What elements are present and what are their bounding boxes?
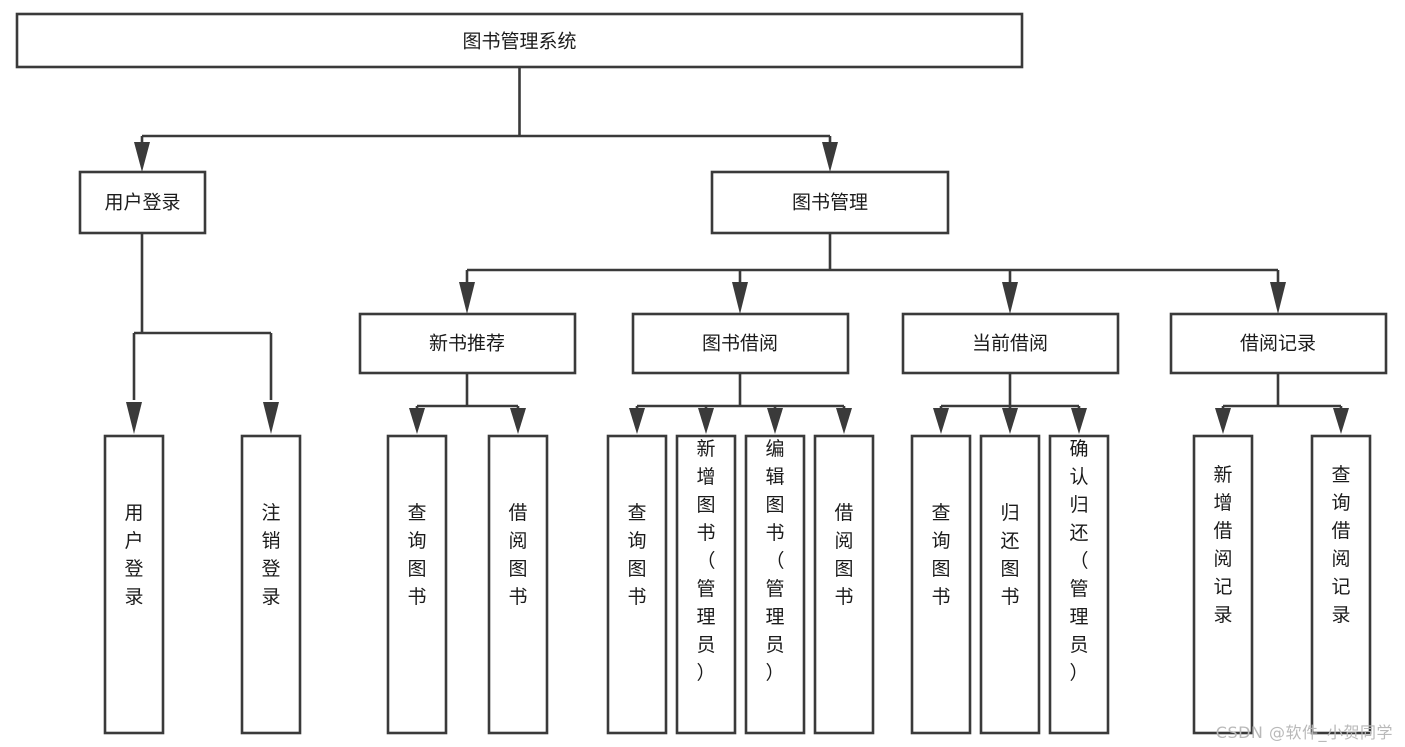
node-new-book-recommend-box[interactable] [358, 312, 577, 375]
watermark: CSDN @软件_小贺同学 [1215, 723, 1393, 742]
node-leaf-confirm-return[interactable]: 确认归还（管理员） [1048, 434, 1110, 735]
node-leaf-query-book-2-box[interactable] [606, 434, 668, 735]
node-leaf-query-book-3-box[interactable] [910, 434, 972, 735]
node-leaf-edit-book-box[interactable] [744, 434, 806, 735]
node-leaf-user-login[interactable]: 用户登录 [103, 434, 165, 735]
arrow-head-leaf-borrow-book-2 [836, 408, 852, 434]
node-leaf-query-book-3[interactable]: 查询图书 [910, 434, 972, 735]
node-user-login-label: 用户登录 [104, 192, 180, 214]
node-user-login-box[interactable] [78, 170, 207, 235]
node-leaf-borrow-book-2[interactable]: 借阅图书 [813, 434, 875, 735]
node-leaf-edit-book-label: 编辑图书（管理员） [765, 438, 784, 684]
arrow-head-book-management [822, 142, 838, 172]
node-leaf-return-book-box[interactable] [979, 434, 1041, 735]
arrow-head-leaf-query-record [1333, 408, 1349, 434]
arrow-head-borrow-record [1270, 282, 1286, 314]
connector-group-book-borrow [629, 373, 852, 434]
connector-group-user-login [126, 233, 279, 434]
node-leaf-user-login-label: 用户登录 [124, 502, 143, 608]
node-borrow-record-box[interactable] [1169, 312, 1388, 375]
node-leaf-borrow-book-2-label: 借阅图书 [834, 502, 853, 608]
node-leaf-borrow-book-1-label: 借阅图书 [508, 502, 527, 608]
node-leaf-logout-login[interactable]: 注销登录 [240, 434, 302, 735]
connector-group-new-book-recommend [409, 373, 526, 434]
node-leaf-query-record-box[interactable] [1310, 434, 1372, 735]
node-leaf-add-book[interactable]: 新增图书（管理员） [675, 434, 737, 735]
arrow-head-book-borrow [732, 282, 748, 314]
node-current-borrow-label: 当前借阅 [972, 333, 1048, 355]
node-book-management-label: 图书管理 [792, 192, 868, 214]
arrow-head-leaf-user-login [126, 402, 142, 434]
node-leaf-logout-login-box[interactable] [240, 434, 302, 735]
arrow-head-leaf-add-book [698, 408, 714, 434]
node-current-borrow[interactable]: 当前借阅 [901, 312, 1120, 375]
node-leaf-query-book-1-box[interactable] [386, 434, 448, 735]
node-leaf-add-book-label: 新增图书（管理员） [696, 438, 715, 684]
arrow-head-leaf-query-book-3 [933, 408, 949, 434]
node-book-borrow-label: 图书借阅 [702, 333, 778, 355]
node-leaf-borrow-book-1[interactable]: 借阅图书 [487, 434, 549, 735]
node-leaf-query-book-2[interactable]: 查询图书 [606, 434, 668, 735]
node-book-borrow-box[interactable] [631, 312, 850, 375]
arrow-head-user-login [134, 142, 150, 172]
connector-group-current-borrow [933, 373, 1087, 434]
connector-group-root [134, 67, 838, 172]
node-leaf-user-login-box[interactable] [103, 434, 165, 735]
node-leaf-add-record-box[interactable] [1192, 434, 1254, 735]
node-new-book-recommend[interactable]: 新书推荐 [358, 312, 577, 375]
arrow-head-current-borrow [1002, 282, 1018, 314]
node-leaf-query-record[interactable]: 查询借阅记录 [1310, 434, 1372, 735]
node-root-label: 图书管理系统 [462, 31, 576, 53]
arrow-head-new-book-recommend [459, 282, 475, 314]
arrow-head-leaf-confirm-return [1071, 408, 1087, 434]
arrow-head-leaf-add-record [1215, 408, 1231, 434]
node-leaf-add-record[interactable]: 新增借阅记录 [1192, 434, 1254, 735]
node-leaf-query-book-1-label: 查询图书 [407, 502, 426, 608]
node-borrow-record[interactable]: 借阅记录 [1169, 312, 1388, 375]
node-leaf-confirm-return-label: 确认归还（管理员） [1069, 438, 1088, 684]
node-leaf-borrow-book-1-box[interactable] [487, 434, 549, 735]
arrow-head-leaf-borrow-book-1 [510, 408, 526, 434]
node-new-book-recommend-label: 新书推荐 [429, 333, 505, 355]
node-leaf-confirm-return-box[interactable] [1048, 434, 1110, 735]
node-book-management[interactable]: 图书管理 [710, 170, 950, 235]
node-leaf-query-book-1[interactable]: 查询图书 [386, 434, 448, 735]
connector-group-borrow-record [1215, 373, 1349, 434]
node-leaf-add-record-label: 新增借阅记录 [1213, 464, 1232, 626]
node-root[interactable]: 图书管理系统 [15, 12, 1024, 69]
node-book-borrow[interactable]: 图书借阅 [631, 312, 850, 375]
arrow-head-leaf-return-book [1002, 408, 1018, 434]
node-root-box[interactable] [15, 12, 1024, 69]
node-leaf-query-record-label: 查询借阅记录 [1331, 464, 1350, 626]
arrow-head-leaf-edit-book [767, 408, 783, 434]
node-borrow-record-label: 借阅记录 [1240, 333, 1316, 355]
node-leaf-query-book-3-label: 查询图书 [931, 502, 950, 608]
node-leaf-borrow-book-2-box[interactable] [813, 434, 875, 735]
node-leaf-return-book[interactable]: 归还图书 [979, 434, 1041, 735]
connector-group-book-management [459, 233, 1286, 314]
node-leaf-query-book-2-label: 查询图书 [627, 502, 646, 608]
node-user-login[interactable]: 用户登录 [78, 170, 207, 235]
node-leaf-return-book-label: 归还图书 [1000, 502, 1019, 608]
arrow-head-leaf-logout-login [263, 402, 279, 434]
arrow-head-leaf-query-book-2 [629, 408, 645, 434]
node-leaf-logout-login-label: 注销登录 [261, 502, 280, 608]
node-leaf-add-book-box[interactable] [675, 434, 737, 735]
node-leaf-edit-book[interactable]: 编辑图书（管理员） [744, 434, 806, 735]
node-book-management-box[interactable] [710, 170, 950, 235]
arrow-head-leaf-query-book-1 [409, 408, 425, 434]
node-current-borrow-box[interactable] [901, 312, 1120, 375]
